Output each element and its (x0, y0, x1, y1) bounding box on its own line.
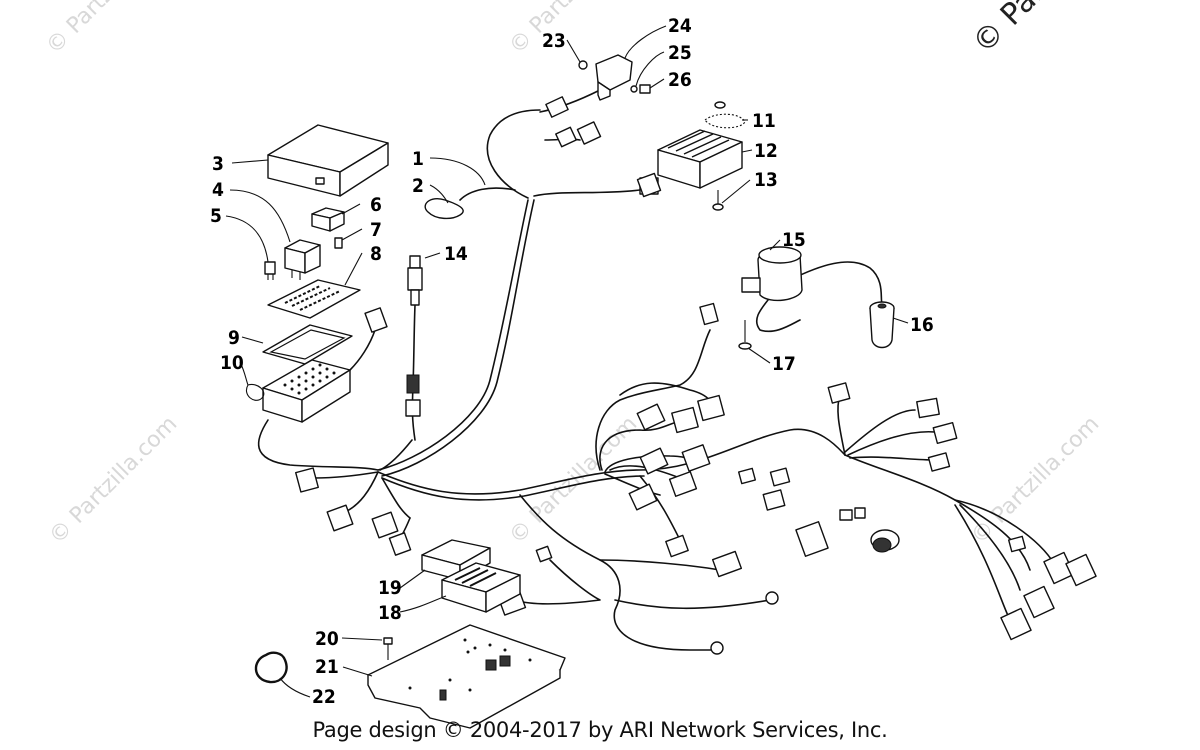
callout-9: 9 (228, 327, 240, 349)
connector-cluster (628, 394, 725, 511)
screw (383, 637, 393, 660)
right-connector-cluster (737, 382, 1097, 641)
starter-solenoid (741, 246, 803, 302)
ecu (441, 562, 521, 613)
watermark-corner: © Partz (966, 0, 1072, 61)
fuse (264, 261, 276, 280)
bolt (738, 320, 752, 350)
washer (704, 101, 746, 129)
callout-19: 19 (378, 577, 402, 599)
connector (576, 121, 602, 145)
lower-left-connectors (295, 467, 779, 655)
wire-clip (246, 383, 265, 401)
connector (636, 172, 662, 198)
copyright-footer: Page design © 2004-2017 by ARI Network S… (312, 718, 888, 742)
callout-15: 15 (782, 229, 806, 251)
callout-10: 10 (220, 352, 244, 374)
callout-13: 13 (754, 169, 778, 191)
callout-11: 11 (752, 110, 776, 132)
oxygen-sensor (405, 255, 423, 417)
connector (699, 302, 719, 326)
fuse-box-base (262, 359, 351, 423)
screw (712, 190, 724, 211)
main-harness (257, 89, 1056, 651)
callout-6: 6 (370, 194, 382, 216)
mini-fuse (334, 237, 343, 249)
mounting-plate (367, 624, 566, 729)
harness-connector (424, 198, 464, 220)
leader-lines (225, 25, 909, 698)
fuse-box-cover (267, 124, 389, 197)
callout-23: 23 (542, 30, 566, 52)
callout-22: 22 (312, 686, 336, 708)
accessory-plug (869, 301, 895, 349)
callout-14: 14 (444, 243, 468, 265)
callout-5: 5 (210, 205, 222, 227)
callout-12: 12 (754, 140, 778, 162)
watermark: © Partzilla.com (42, 0, 180, 59)
fuse-board (267, 279, 361, 319)
watermark: © Partzilla.com (967, 412, 1105, 550)
mini-relay (311, 207, 345, 232)
bracket-assembly (578, 54, 651, 101)
clamp (254, 651, 288, 684)
watermark: © Partzilla.com (45, 412, 183, 550)
relay (284, 239, 321, 280)
callout-8: 8 (370, 243, 382, 265)
connector (364, 307, 388, 333)
callout-7: 7 (370, 219, 382, 241)
callout-2: 2 (412, 175, 424, 197)
callout-17: 17 (772, 353, 796, 375)
callout-20: 20 (315, 628, 339, 650)
callout-4: 4 (212, 179, 224, 201)
connector (555, 126, 577, 148)
callout-3: 3 (212, 153, 224, 175)
callout-16: 16 (910, 314, 934, 336)
callout-26: 26 (668, 69, 692, 91)
callout-21: 21 (315, 656, 339, 678)
fuse-box-gasket (262, 324, 353, 365)
connector (545, 96, 569, 118)
callout-1: 1 (412, 148, 424, 170)
callout-18: 18 (378, 602, 402, 624)
callout-labels: 1 2 3 4 5 6 7 8 9 10 11 12 13 14 15 16 1… (210, 15, 934, 708)
callout-24: 24 (668, 15, 692, 37)
callout-25: 25 (668, 42, 692, 64)
